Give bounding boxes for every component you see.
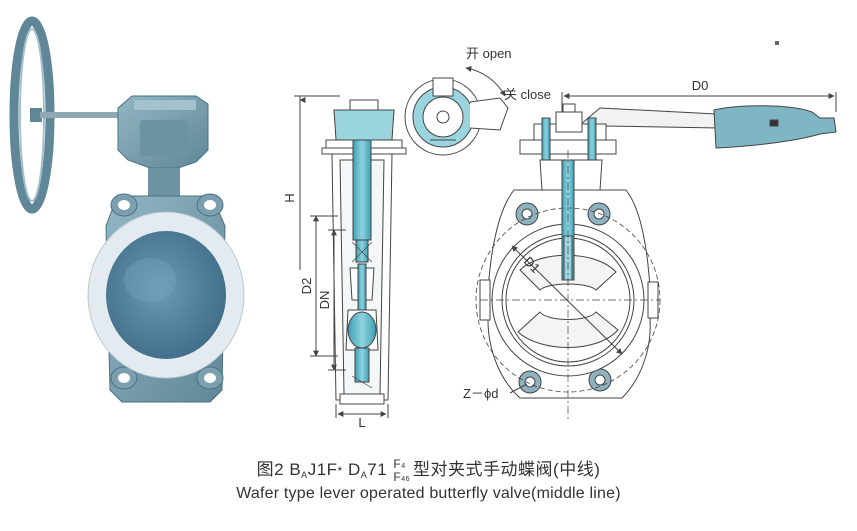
label-DN: DN	[317, 291, 332, 310]
corner-mark	[775, 41, 779, 45]
caption-english: Wafer type lever operated butterfly valv…	[236, 485, 621, 502]
caption-chinese: 图2 BAJ1F* DA71 F4 F46 型对夹式手动蝶阀(中线)	[256, 457, 601, 484]
caption-fraction: F4 F46	[393, 457, 411, 484]
label-L: L	[358, 415, 365, 430]
position-indicator	[404, 65, 509, 156]
lever-grip	[713, 105, 837, 149]
label-D0: D0	[692, 78, 709, 93]
front-view	[475, 92, 837, 420]
side-section-view	[294, 96, 407, 418]
valve-disc	[106, 231, 226, 359]
gear-shaft	[40, 112, 122, 118]
label-Zd: Z－ϕd	[463, 386, 498, 401]
label-close: 关 close	[504, 87, 551, 102]
label-open: 开 open	[466, 46, 512, 61]
valve-photo	[9, 16, 245, 403]
label-H: H	[282, 193, 297, 202]
label-D2: D2	[299, 278, 314, 295]
